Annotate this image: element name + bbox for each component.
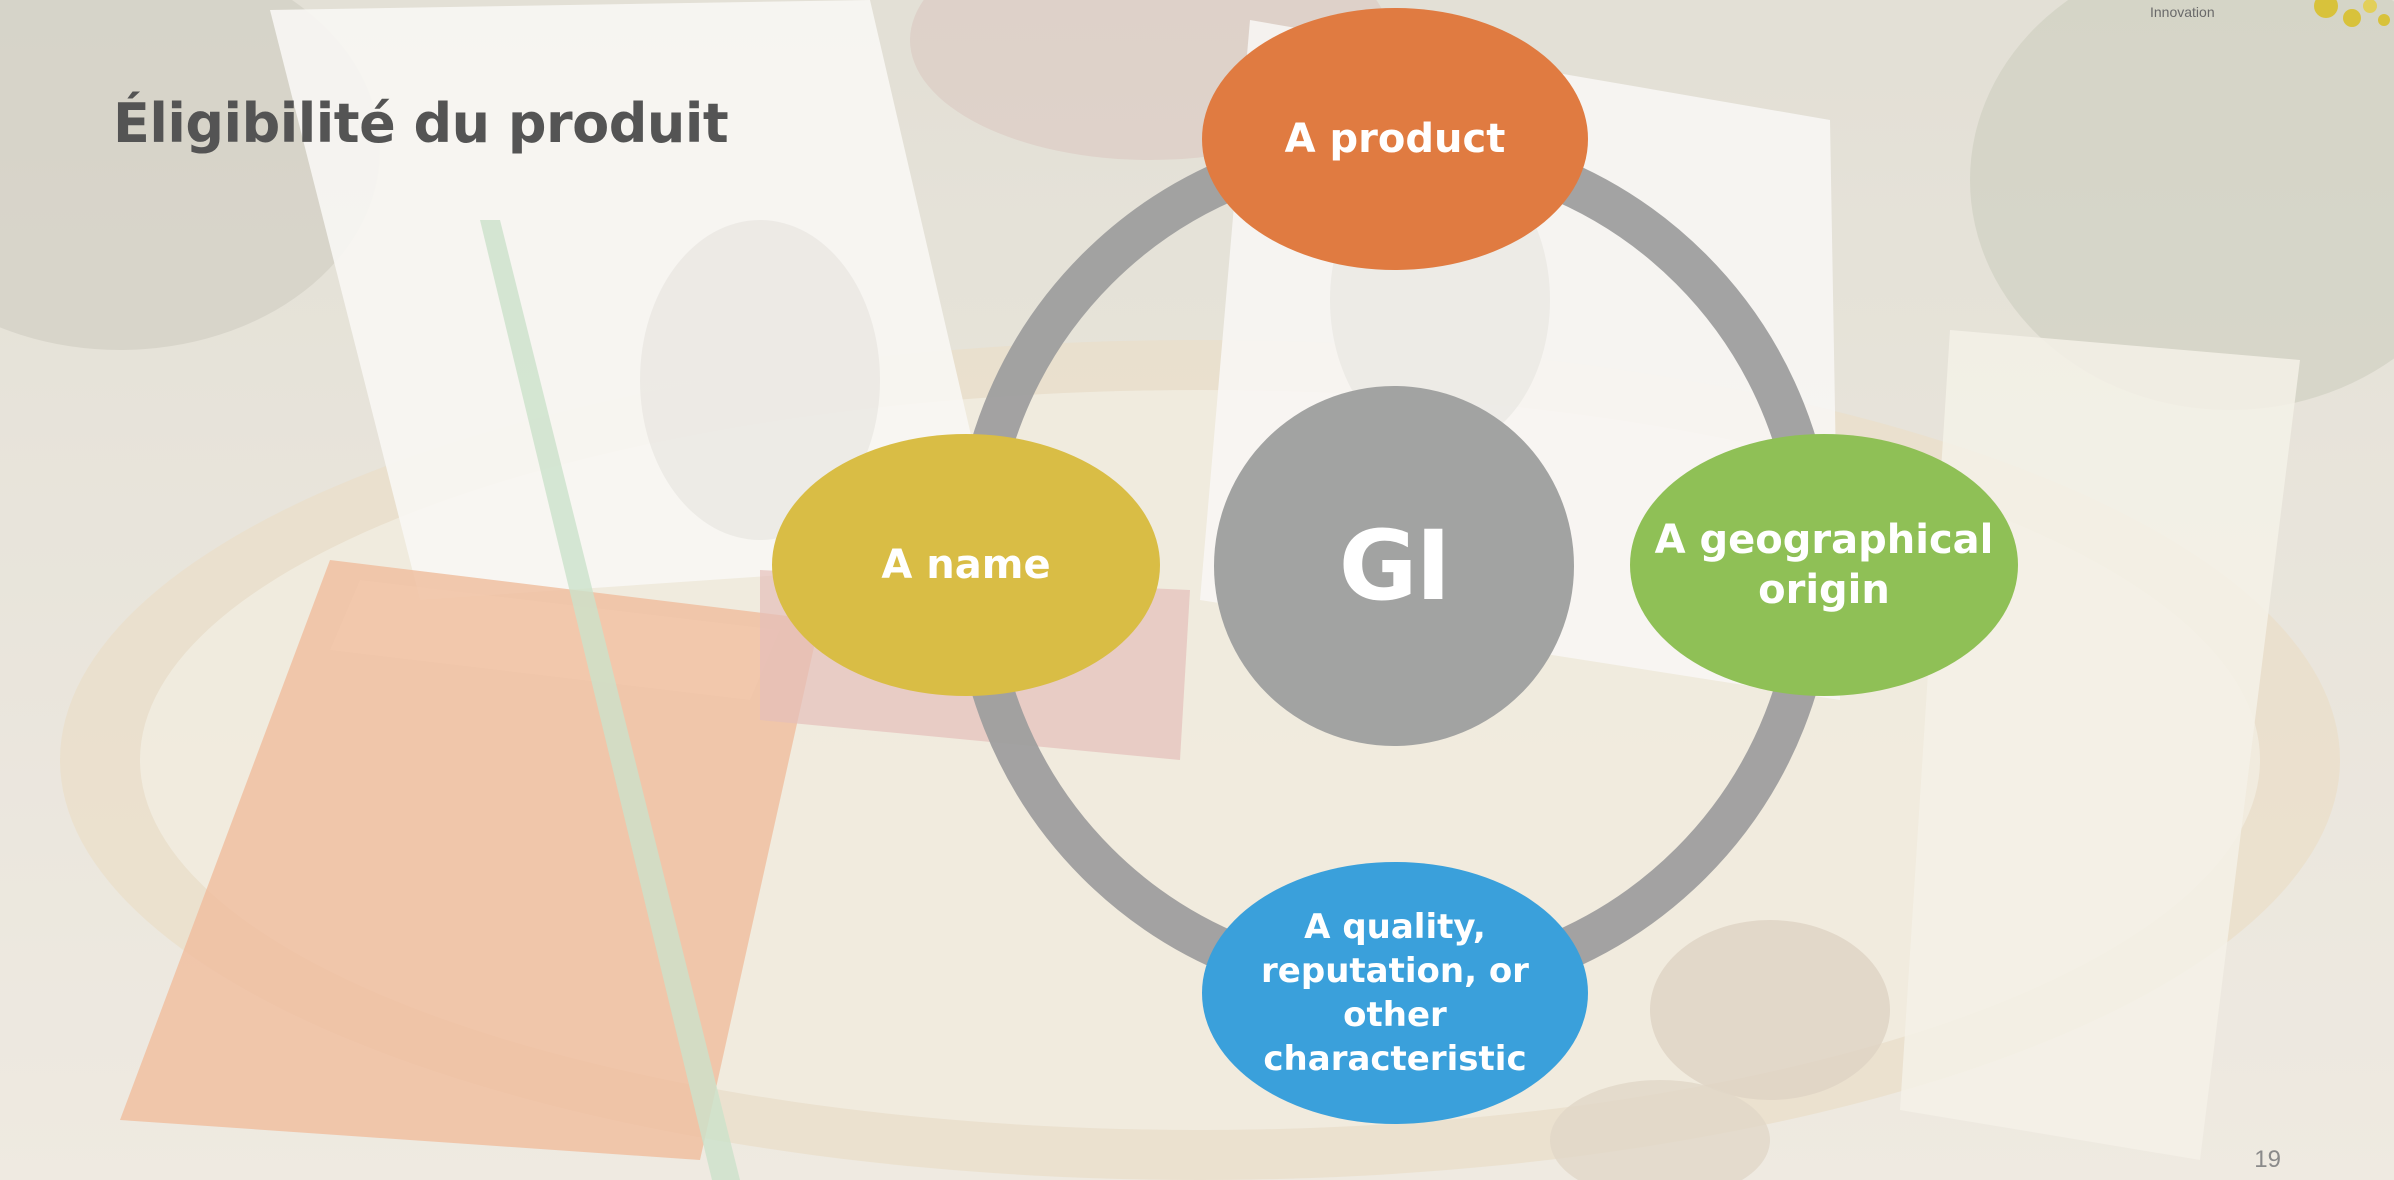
node-geographical-origin: A geographical origin	[1630, 434, 2018, 696]
node-quality: A quality, reputation, or other characte…	[1202, 862, 1588, 1124]
node-product: A product	[1202, 8, 1588, 270]
center-node-label: GI	[1338, 510, 1452, 622]
node-name-label: A name	[881, 542, 1051, 588]
node-origin-label: A geographical origin	[1654, 517, 1994, 613]
node-product-label: A product	[1284, 116, 1506, 162]
logo-dots-icon	[2314, 0, 2390, 27]
center-node-gi: GI	[1214, 386, 1574, 746]
node-quality-label: A quality, reputation, or other characte…	[1261, 907, 1529, 1079]
node-name: A name	[772, 434, 1160, 696]
page-number: 19	[2254, 1146, 2281, 1173]
logo-text: Innovation	[2150, 4, 2215, 20]
slide-title: Éligibilité du produit	[113, 92, 729, 156]
